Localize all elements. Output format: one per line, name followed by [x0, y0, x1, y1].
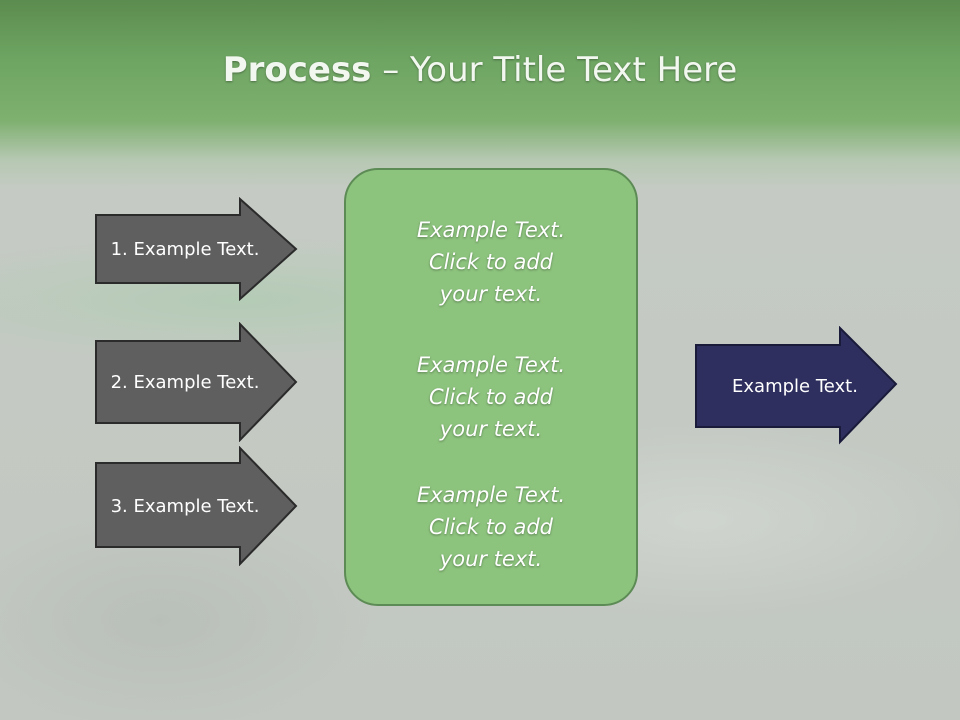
arrow-label: 1. Example Text. [110, 238, 260, 260]
arrow-shape [695, 326, 898, 445]
process-arrow-2[interactable]: 2. Example Text. [94, 322, 300, 442]
process-arrow-1[interactable]: 1. Example Text. [94, 197, 300, 301]
center-content-box[interactable]: Example Text. Click to add your text. Ex… [344, 168, 638, 606]
arrow-shape [95, 197, 298, 301]
arrow-label: Example Text. [732, 375, 858, 397]
center-text-block-1[interactable]: Example Text. Click to add your text. [416, 218, 566, 306]
arrow-shape [95, 446, 298, 566]
title-rest: – Your Title Text Here [371, 50, 738, 90]
title-bold: Process [222, 50, 372, 90]
slide-title[interactable]: Process – Your Title Text Here [0, 50, 960, 90]
arrow-label: 2. Example Text. [110, 371, 260, 393]
process-arrow-3[interactable]: 3. Example Text. [94, 446, 300, 566]
result-arrow[interactable]: Example Text. [694, 326, 900, 446]
arrow-shape [95, 322, 298, 442]
center-text-block-2[interactable]: Example Text. Click to add your text. [416, 353, 566, 441]
center-text-block-3[interactable]: Example Text. Click to add your text. [416, 483, 566, 571]
arrow-label: 3. Example Text. [110, 495, 260, 517]
